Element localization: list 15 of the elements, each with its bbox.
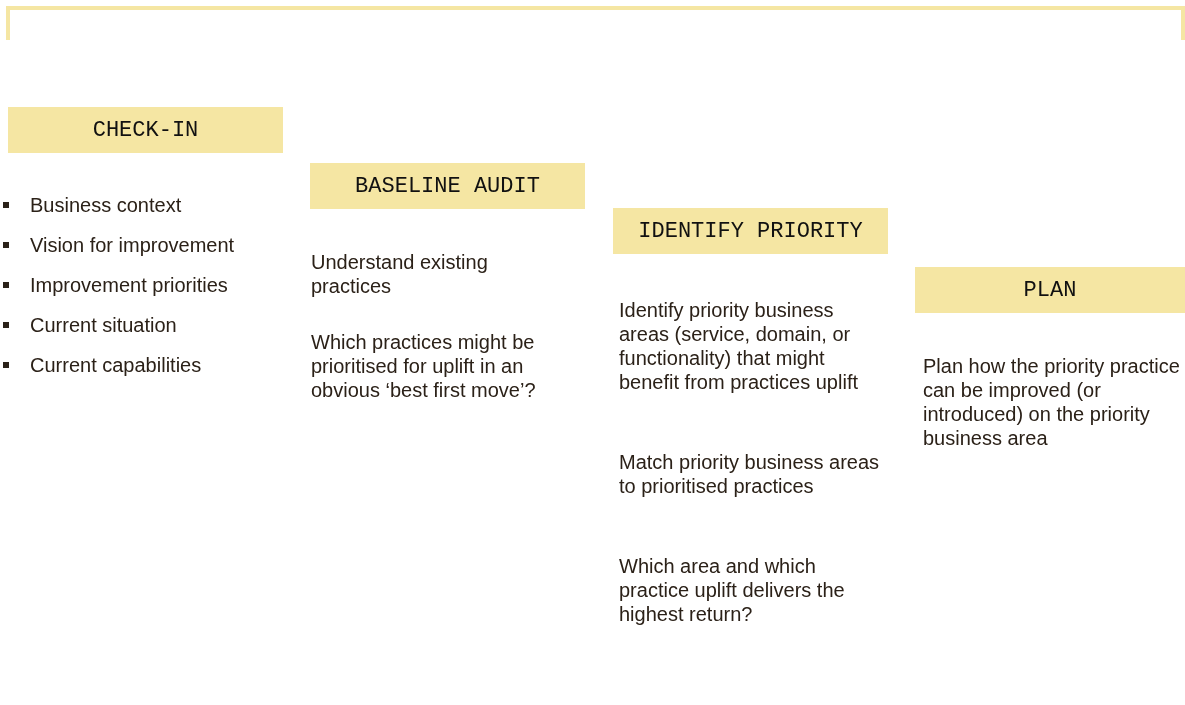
step-description: Plan how the priority practice can be improved (or introduced) on the priority business area bbox=[923, 354, 1181, 450]
bullet-text: Improvement priorities bbox=[30, 274, 228, 296]
step-header: IDENTIFY PRIORITY bbox=[613, 208, 888, 254]
bullet-text: Current situation bbox=[30, 314, 177, 336]
step-description: Which practices might be prioritised for uplift in an obvious ‘best first move’? bbox=[311, 330, 537, 402]
step-description: Which area and which practice uplift delivers the highest return? bbox=[619, 554, 846, 626]
bullet-text: Business context bbox=[30, 194, 182, 216]
step-description: Match priority business areas to prioritised practices bbox=[619, 450, 881, 498]
step-header: PLAN bbox=[915, 267, 1185, 313]
bullet-text: Current capabilities bbox=[30, 354, 202, 376]
step-header: BASELINE AUDIT bbox=[310, 163, 585, 209]
step-description: Understand existing practices bbox=[311, 250, 489, 298]
step-header: CHECK-IN bbox=[8, 107, 283, 153]
bullet-text: Vision for improvement bbox=[30, 234, 235, 256]
step-description: Identify priority business areas (service, domain, or functionality) that might benefit from practices uplift bbox=[619, 298, 859, 394]
